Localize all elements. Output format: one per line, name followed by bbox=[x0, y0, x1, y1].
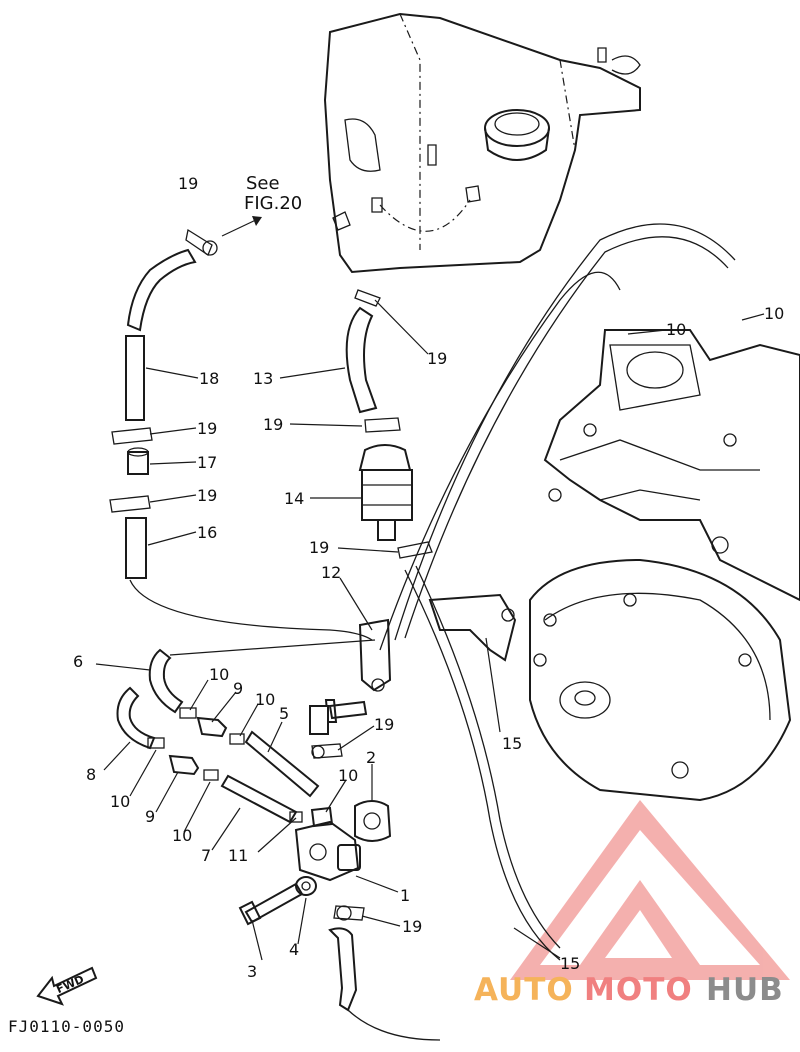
part-label-10: 10 bbox=[666, 320, 686, 339]
part-label-6: 6 bbox=[73, 652, 83, 671]
lower-fuel-assembly bbox=[116, 593, 517, 1041]
part-label-1: 1 bbox=[400, 886, 410, 905]
part-label-14: 15 bbox=[502, 734, 522, 753]
oil-tank bbox=[323, 12, 641, 274]
part-label-19: 19 bbox=[178, 174, 198, 193]
part-labels: 19 18 13 19 17 19 16 19 19 14 19 12 10 1… bbox=[73, 174, 784, 981]
part-label-10: 10 bbox=[255, 690, 275, 709]
watermark-logo bbox=[510, 800, 790, 980]
watermark-moto: MOTO bbox=[584, 972, 693, 1008]
figure-code: FJ0110-0050 bbox=[8, 1017, 125, 1036]
watermark-auto: AUTO bbox=[474, 972, 574, 1008]
part-label-19: 19 bbox=[197, 486, 217, 505]
figure-reference-note: See FIG.20 bbox=[244, 173, 302, 214]
part-label-7: 7 bbox=[201, 846, 211, 865]
fwd-label: FWD bbox=[54, 973, 86, 997]
part-label-19: 19 bbox=[374, 715, 394, 734]
part-label-2: 2 bbox=[366, 748, 376, 767]
part-label-11: 12 bbox=[321, 563, 341, 582]
part-label-13: 14 bbox=[284, 489, 304, 508]
part-label-5: 5 bbox=[279, 704, 289, 723]
engine-block bbox=[529, 329, 800, 802]
part-label-17: 17 bbox=[197, 453, 217, 472]
fuel-filter-assembly bbox=[345, 289, 433, 559]
part-label-19: 19 bbox=[402, 917, 422, 936]
part-label-10: 10 bbox=[110, 792, 130, 811]
watermark-hub: HUB bbox=[706, 972, 784, 1008]
part-label-19: 19 bbox=[309, 538, 329, 557]
part-label-3: 3 bbox=[247, 962, 257, 981]
part-label-10: 10 bbox=[209, 665, 229, 684]
reference-note-line1: See bbox=[246, 173, 280, 194]
left-hose-stack bbox=[109, 228, 218, 579]
leader-lines bbox=[95, 216, 765, 961]
part-label-19: 19 bbox=[263, 415, 283, 434]
part-label-10: 10 bbox=[764, 304, 784, 323]
part-label-15: 15 bbox=[560, 954, 580, 973]
part-label-10: 10 bbox=[172, 826, 192, 845]
forward-direction-badge: FWD bbox=[36, 966, 98, 1006]
part-label-16: 16 bbox=[197, 523, 217, 542]
part-label-19: 19 bbox=[197, 419, 217, 438]
part-label-10: 10 bbox=[338, 766, 358, 785]
reference-note-line2: FIG.20 bbox=[244, 193, 302, 214]
part-label-9: 9 bbox=[233, 679, 243, 698]
part-label-9: 9 bbox=[145, 807, 155, 826]
watermark-text: AUTO MOTO HUB bbox=[474, 972, 784, 1008]
part-label-4: 4 bbox=[289, 940, 299, 959]
long-hoses bbox=[129, 223, 736, 961]
part-label-18: 18 bbox=[199, 369, 219, 388]
part-label-10: 11 bbox=[228, 846, 248, 865]
part-label-8: 8 bbox=[86, 765, 96, 784]
part-label-12: 13 bbox=[253, 369, 273, 388]
part-label-19: 19 bbox=[427, 349, 447, 368]
